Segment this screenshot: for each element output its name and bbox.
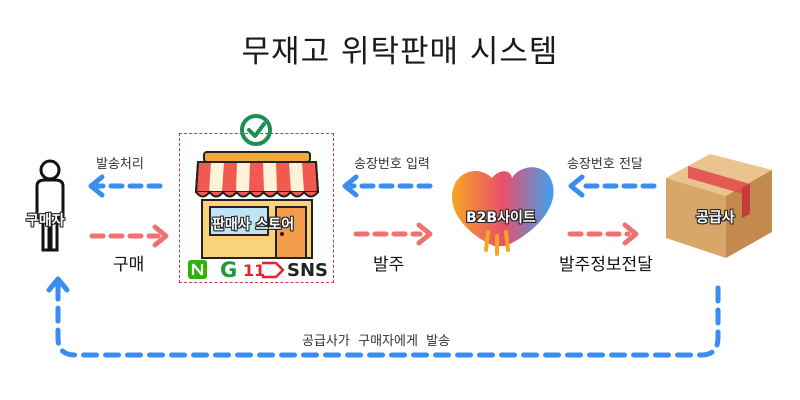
ship-process-arrow (88, 174, 163, 198)
purchase-label: 구매 (113, 255, 145, 275)
supplier-ships-label: 공급사가 구매자에게 발송 (302, 334, 451, 349)
seller-store-frame (179, 133, 334, 283)
tracking-deliver-label: 송장번호 전달 (567, 157, 643, 172)
order-info-deliver-label: 발주정보전달 (559, 255, 653, 275)
buyer-label: 구매자 (26, 213, 65, 229)
purchase-arrow (89, 224, 169, 248)
supplier-to-buyer-arrow (46, 276, 721, 358)
sns-channel-logo: SNS (287, 260, 328, 281)
check-badge-icon (240, 114, 272, 146)
gmarket-channel-logo: G (220, 258, 238, 282)
b2b-site-logo-icon (451, 167, 554, 256)
order-info-deliver-arrow (567, 222, 639, 246)
ship-process-label: 발송처리 (96, 157, 144, 172)
buyer-person-icon (35, 159, 65, 252)
tracking-input-arrow (342, 174, 433, 198)
order-arrow (353, 222, 433, 246)
eleven-street-channel-logo: 11 (243, 261, 266, 280)
store-label: 판매사 스토어 (212, 217, 295, 233)
naver-channel-icon (188, 260, 207, 279)
eleven-street-arrow-icon (262, 261, 285, 279)
order-label: 발주 (373, 255, 405, 275)
b2b-site-label: B2B사이트 (466, 210, 536, 226)
tracking-input-label: 송장번호 입력 (354, 157, 430, 172)
tracking-deliver-arrow (568, 174, 657, 198)
diagram-title: 무재고 위탁판매 시스템 (241, 34, 559, 70)
supplier-label: 공급사 (696, 210, 735, 226)
store-icon (194, 151, 320, 259)
supplier-box-icon (666, 154, 772, 258)
